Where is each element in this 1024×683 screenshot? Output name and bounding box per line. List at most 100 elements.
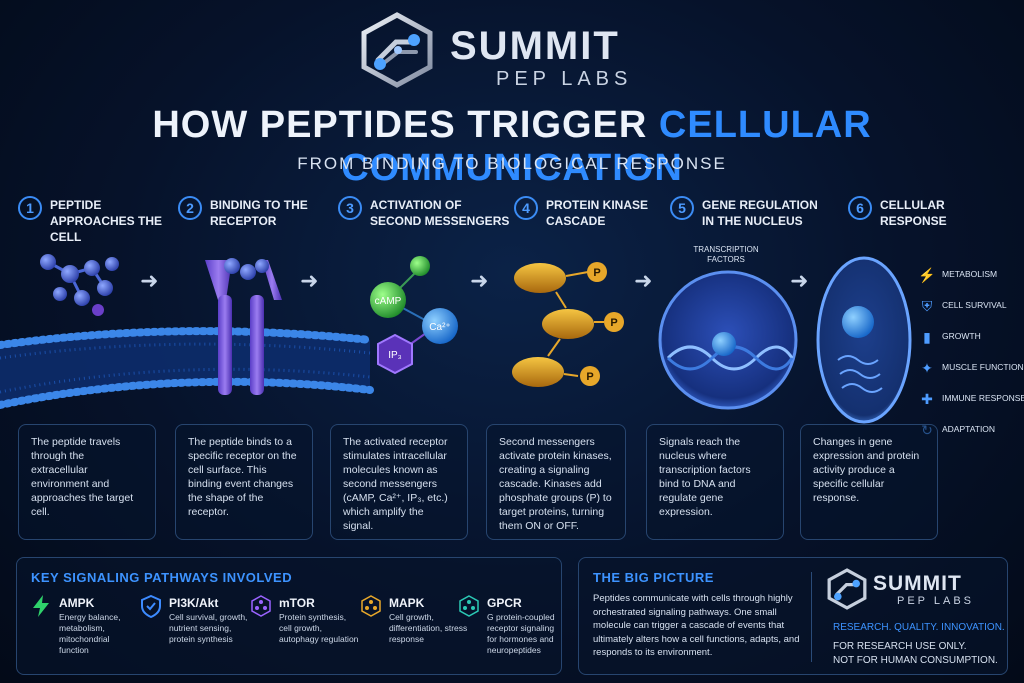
response-immune: ✚ IMMUNE RESPONSE: [918, 390, 1024, 408]
phosphate-label: P: [593, 267, 600, 279]
step-number: 2: [178, 196, 202, 220]
receptor: [205, 258, 282, 395]
peptide-molecule: [40, 254, 119, 316]
step-4-header: 4 PROTEIN KINASE CASCADE: [514, 196, 684, 246]
step-5-header: 5 GENE REGULATION IN THE NUCLEUS: [670, 196, 840, 246]
page-title: HOW PEPTIDES TRIGGER CELLULAR COMMUNICAT…: [0, 104, 1024, 190]
divider: [811, 572, 812, 662]
pathway-name: PI3K/Akt: [169, 596, 219, 610]
step-title: PEPTIDE APPROACHES THE CELL: [50, 198, 163, 244]
step-4-description: Second messengers activate protein kinas…: [486, 424, 626, 540]
pathway-pi3k-akt: PI3K/Akt Cell survival, growth, nutrient…: [139, 594, 247, 670]
response-label: GROWTH: [942, 331, 981, 341]
pathway-description: Cell growth, differentiation, stress res…: [389, 612, 468, 644]
pathway-description: Protein synthesis, cell growth, autophag…: [279, 612, 359, 644]
pathway-mapk: MAPK Cell growth, differentiation, stres…: [359, 594, 467, 670]
key-pathways-panel: KEY SIGNALING PATHWAYS INVOLVED AMPK Ene…: [16, 557, 562, 675]
camp-label: cAMP: [375, 296, 402, 307]
response-label: MUSCLE FUNCTION: [942, 362, 1024, 372]
brand-name: SUMMIT: [450, 24, 620, 68]
response-cell-survival: ⛨ CELL SURVIVAL: [918, 297, 1024, 315]
pathways-title: KEY SIGNALING PATHWAYS INVOLVED: [31, 570, 293, 585]
brand-logo-small: SUMMIT PEP LABS: [827, 568, 997, 612]
pathway-name: GPCR: [487, 596, 522, 610]
step-title: BINDING TO THE RECEPTOR: [210, 198, 308, 228]
ip3-label: IP₃: [388, 350, 402, 361]
title-accent: CELLULAR COMMUNICATION: [341, 104, 872, 189]
pathway-mtor: mTOR Protein synthesis, cell growth, aut…: [249, 594, 358, 670]
logo-mark-icon: [827, 568, 867, 610]
big-picture-panel: THE BIG PICTURE Peptides communicate wit…: [578, 557, 1008, 675]
logo-mark-icon: [361, 12, 433, 88]
tagline: RESEARCH. QUALITY. INNOVATION.: [833, 622, 1005, 633]
arrow-icon: ➜: [300, 269, 318, 294]
page-subtitle: FROM BINDING TO BIOLOGICAL RESPONSE: [297, 154, 727, 173]
step-title: CELLULAR RESPONSE: [880, 198, 947, 228]
pathway-description: G protein-coupled receptor signaling for…: [487, 612, 555, 655]
step-3-description: The activated receptor stimulates intrac…: [330, 424, 468, 540]
molecule-icon: [251, 595, 271, 617]
pathway-description: Cell survival, growth, nutrient sensing,…: [169, 612, 248, 644]
lightning-icon: [33, 595, 49, 617]
pathway-name: AMPK: [59, 596, 95, 610]
response-label: METABOLISM: [942, 269, 998, 279]
pathway-ampk: AMPK Energy balance, metabolism, mitocho…: [29, 594, 133, 670]
bar-chart-icon: ▮: [923, 329, 931, 345]
kinase-cascade: P P P: [512, 262, 624, 387]
response-muscle-function: ✦ MUSCLE FUNCTION: [918, 359, 1024, 377]
brand-name: SUMMIT: [873, 572, 962, 595]
step-title: PROTEIN KINASE CASCADE: [546, 198, 649, 228]
brand-logo: SUMMIT PEP LABS: [360, 10, 680, 90]
step-6-description: Changes in gene expression and protein a…: [800, 424, 938, 540]
transcription-factors-label-2: FACTORS: [707, 255, 745, 264]
running-figure-icon: ✦: [921, 360, 933, 376]
brand-subtitle: PEP LABS: [496, 68, 633, 90]
step-5-description: Signals reach the nucleus where transcri…: [646, 424, 784, 540]
cell: [816, 256, 912, 424]
signaling-illustration: ➜ ➜ cAMP Ca²⁺ IP₃ ➜ P P: [0, 245, 912, 424]
arrow-icon: ➜: [470, 269, 488, 294]
arrow-icon: ➜: [634, 269, 652, 294]
pathway-description: Energy balance, metabolism, mitochondria…: [59, 612, 121, 655]
response-label: IMMUNE RESPONSE: [942, 393, 1024, 403]
arrow-icon: ➜: [790, 269, 808, 294]
step-2-description: The peptide binds to a specific receptor…: [175, 424, 313, 540]
shield-plus-icon: ✚: [921, 391, 933, 407]
lightning-icon: ⚡: [918, 267, 936, 283]
step-1-header: 1 PEPTIDE APPROACHES THE CELL: [18, 196, 188, 246]
step-2-header: 2 BINDING TO THE RECEPTOR: [178, 196, 348, 246]
step-title: ACTIVATION OF SECOND MESSENGERS: [370, 198, 510, 228]
pathway-gpcr: GPCR G protein-coupled receptor signalin…: [457, 594, 561, 670]
step-number: 3: [338, 196, 362, 220]
pathway-name: MAPK: [389, 596, 425, 610]
step-number: 6: [848, 196, 872, 220]
big-picture-title: THE BIG PICTURE: [593, 570, 714, 585]
transcription-factors-label: TRANSCRIPTION: [693, 245, 759, 254]
step-title: GENE REGULATION IN THE NUCLEUS: [702, 198, 818, 228]
cell-membrane: [0, 327, 374, 409]
arrow-icon: ➜: [140, 269, 158, 294]
shield-icon: ⛨: [921, 298, 933, 314]
pathway-name: mTOR: [279, 596, 315, 610]
disclaimer: FOR RESEARCH USE ONLY. NOT FOR HUMAN CON…: [833, 640, 998, 668]
nucleus: TRANSCRIPTION FACTORS: [658, 245, 798, 410]
step-number: 5: [670, 196, 694, 220]
response-label: CELL SURVIVAL: [942, 300, 1007, 310]
brand-subtitle: PEP LABS: [897, 595, 974, 607]
step-3-header: 3 ACTIVATION OF SECOND MESSENGERS: [338, 196, 510, 246]
disclaimer-line-1: FOR RESEARCH USE ONLY.: [833, 641, 967, 652]
molecule-icon: [459, 595, 479, 617]
step-number: 1: [18, 196, 42, 220]
calcium-label: Ca²⁺: [429, 322, 450, 333]
big-picture-text: Peptides communicate with cells through …: [593, 593, 800, 658]
step-number: 4: [514, 196, 538, 220]
response-growth: ▮ GROWTH: [918, 328, 1024, 346]
disclaimer-line-2: NOT FOR HUMAN CONSUMPTION.: [833, 655, 998, 666]
molecule-icon: [361, 595, 381, 617]
phosphate-label: P: [586, 371, 593, 383]
step-6-header: 6 CELLULAR RESPONSE: [848, 196, 1018, 246]
title-main: HOW PEPTIDES TRIGGER: [152, 104, 648, 146]
second-messengers: cAMP Ca²⁺ IP₃: [370, 256, 458, 375]
response-metabolism: ⚡ METABOLISM: [918, 266, 1024, 284]
response-label: ADAPTATION: [942, 424, 996, 434]
